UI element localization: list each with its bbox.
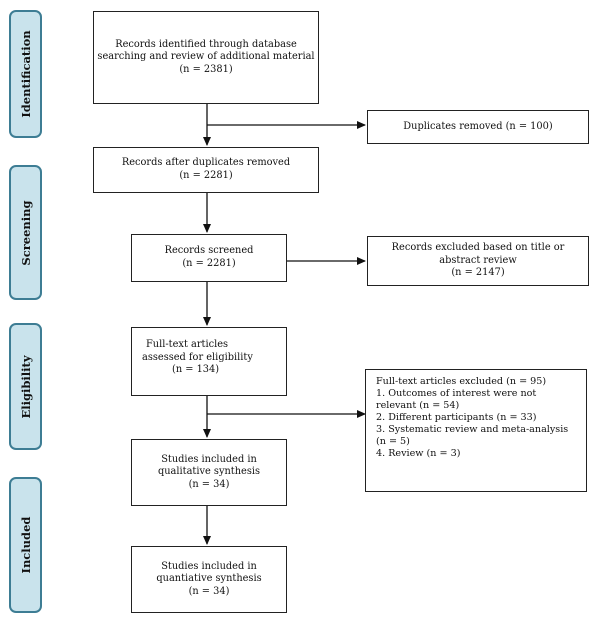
- fulltext-assessed-line-3: (n = 134): [172, 364, 220, 376]
- box-fulltext-assessed: Full-text articles assessed for eligibil…: [131, 327, 287, 396]
- box-quantitative-synthesis: Studies included in quantiative synthesi…: [131, 546, 287, 613]
- fulltext-assessed-line-2: assessed for eligibility: [142, 351, 253, 363]
- box-qualitative-synthesis: Studies included in qualitative synthesi…: [131, 439, 287, 506]
- fulltext-excluded-line-3: relevant (n = 54): [376, 400, 460, 411]
- records-identified-line-3: (n = 2381): [179, 63, 233, 75]
- box-records-screened: Records screened (n = 2281): [131, 234, 287, 282]
- records-excluded-line-3: (n = 2147): [451, 267, 505, 279]
- qualitative-line-3: (n = 34): [188, 478, 230, 490]
- fulltext-excluded-line-5: 3. Systematic review and meta-analysis: [376, 424, 569, 435]
- duplicates-removed-line-1: Duplicates removed (n = 100): [403, 120, 553, 132]
- records-excluded-line-2: abstract review: [439, 254, 517, 266]
- records-identified-line-1: Records identified through database: [115, 38, 297, 50]
- fulltext-excluded-line-4: 2. Different participants (n = 33): [376, 412, 537, 423]
- box-duplicates-removed: Duplicates removed (n = 100): [367, 110, 589, 144]
- quantitative-line-3: (n = 34): [188, 585, 230, 597]
- qualitative-line-1: Studies included in: [161, 453, 257, 465]
- records-screened-line-1: Records screened: [164, 245, 254, 257]
- box-after-duplicates: Records after duplicates removed (n = 22…: [93, 147, 319, 193]
- records-identified-line-2: searching and review of additional mater…: [97, 51, 315, 63]
- fulltext-excluded-line-6: (n = 5): [376, 436, 410, 447]
- after-duplicates-line-1: Records after duplicates removed: [121, 157, 291, 169]
- records-excluded-line-1: Records excluded based on title or: [391, 242, 565, 254]
- box-fulltext-excluded: Full-text articles excluded (n = 95) 1. …: [365, 369, 587, 492]
- phase-identification: Identification: [9, 10, 42, 138]
- phase-included: Included: [9, 477, 42, 613]
- phase-screening: Screening: [9, 165, 42, 300]
- box-records-excluded: Records excluded based on title or abstr…: [367, 236, 589, 286]
- phase-eligibility: Eligibility: [9, 323, 42, 450]
- qualitative-line-2: qualitative synthesis: [157, 466, 261, 478]
- fulltext-assessed-line-1: Full-text articles: [146, 339, 229, 350]
- fulltext-excluded-line-7: 4. Review (n = 3): [376, 448, 461, 459]
- quantitative-line-2: quantiative synthesis: [156, 573, 262, 585]
- after-duplicates-line-2: (n = 2281): [179, 170, 233, 181]
- records-screened-line-2: (n = 2281): [182, 258, 236, 269]
- fulltext-excluded-line-1: Full-text articles excluded (n = 95): [376, 376, 547, 387]
- fulltext-excluded-line-2: 1. Outcomes of interest were not: [376, 388, 537, 399]
- box-records-identified: Records identified through database sear…: [93, 11, 319, 104]
- quantitative-line-1: Studies included in: [161, 560, 257, 572]
